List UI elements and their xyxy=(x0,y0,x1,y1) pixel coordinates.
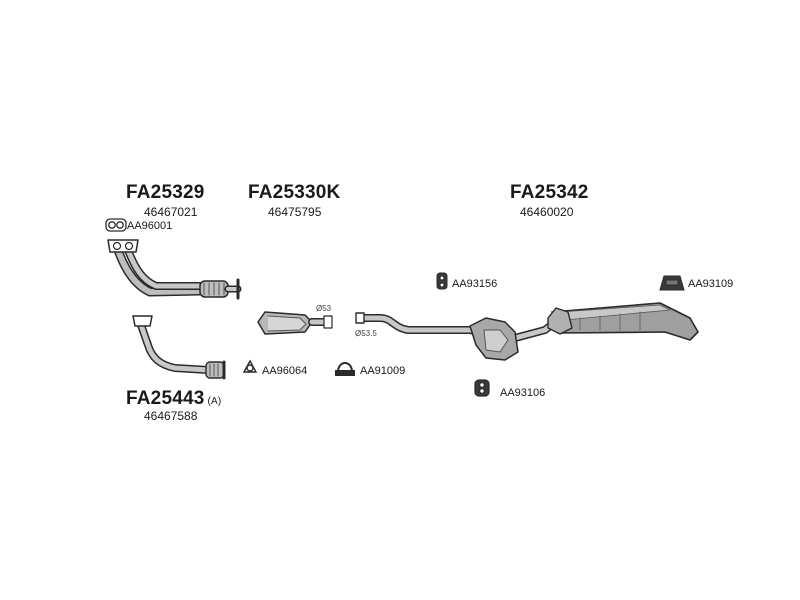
mount-lower-drawing xyxy=(474,379,490,397)
alt-front-pipe-drawing xyxy=(132,315,226,380)
catalyst-part-number: FA25330K xyxy=(248,182,341,203)
front-pipe-drawing xyxy=(107,239,242,300)
catalyst-drawing xyxy=(257,311,333,335)
front-pipe-oe-number: 46467021 xyxy=(144,205,198,219)
rear-section-oe-number: 46460020 xyxy=(520,205,574,219)
clamp-label: AA91009 xyxy=(360,365,406,377)
alt-front-pipe-part-number: FA25443(A) xyxy=(126,388,221,410)
gasket-cat-label: AA96064 xyxy=(262,365,308,377)
front-pipe-part-number: FA25329 xyxy=(126,182,205,203)
alt-front-pipe-suffix: (A) xyxy=(207,396,222,407)
gasket-front-label: AA96001 xyxy=(127,220,173,232)
mount-mid-label: AA93156 xyxy=(452,278,498,290)
rear-section-drawing xyxy=(355,302,699,361)
alt-front-pipe-code: FA25443 xyxy=(126,388,205,409)
mount-rear-drawing xyxy=(659,275,685,291)
clamp-drawing xyxy=(335,362,355,376)
gasket-cat-drawing xyxy=(242,359,258,373)
catalyst-oe-number: 46475795 xyxy=(268,205,322,219)
mount-mid-drawing xyxy=(436,272,448,290)
mount-lower-label: AA93106 xyxy=(500,387,546,399)
alt-front-pipe-oe-number: 46467588 xyxy=(144,409,198,423)
mount-rear-label: AA93109 xyxy=(688,278,734,290)
rear-inlet-diameter: Ø53.5 xyxy=(355,329,377,338)
gasket-front-drawing xyxy=(105,218,127,232)
cat-outlet-diameter: Ø53 xyxy=(316,304,332,313)
rear-section-part-number: FA25342 xyxy=(510,182,589,203)
